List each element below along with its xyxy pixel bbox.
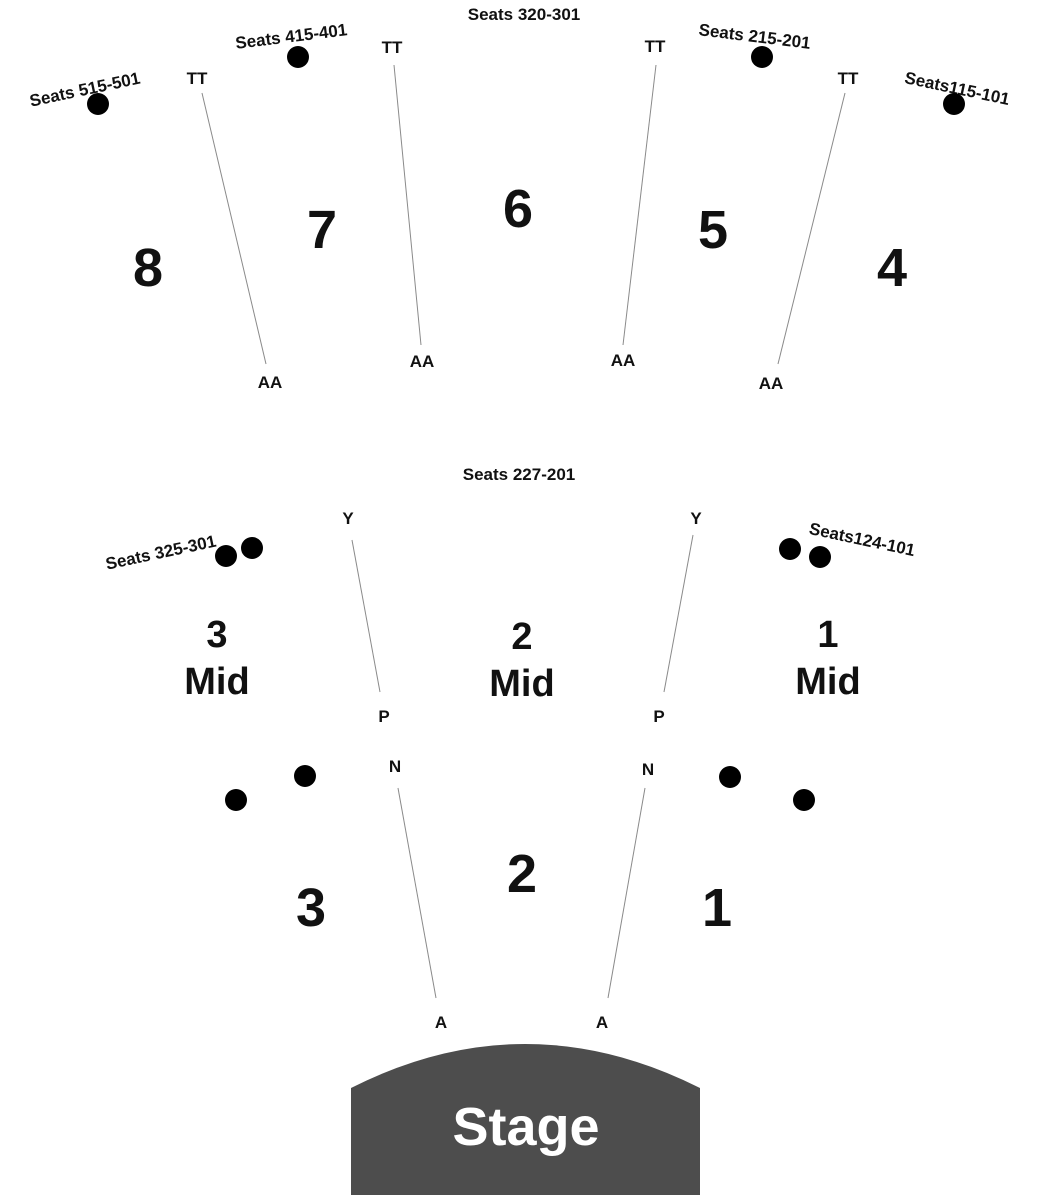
wheelchair-icon: [215, 545, 237, 567]
seat-range-mid-3: Seats 325-301: [104, 532, 218, 574]
stage: [351, 1044, 700, 1195]
section-mid-3-number: 3: [206, 614, 227, 656]
row-label-aa: AA: [258, 373, 283, 392]
aisle-line-upper-8-7: [201, 92, 267, 365]
wheelchair-icon: [779, 538, 801, 560]
row-label-tt: TT: [838, 69, 859, 88]
row-label-a: A: [596, 1013, 608, 1032]
aisle-line-lower-right: [607, 787, 646, 999]
row-label-aa: AA: [410, 352, 435, 371]
row-label-y: Y: [342, 509, 354, 528]
section-mid-1-number: 1: [817, 614, 838, 656]
seat-range-upper-8: Seats 515-501: [28, 69, 142, 111]
row-label-n: N: [642, 760, 654, 779]
row-label-y: Y: [690, 509, 702, 528]
aisle-line-upper-6-5: [622, 64, 657, 346]
seat-range-upper-7: Seats 415-401: [234, 20, 348, 53]
row-label-aa: AA: [759, 374, 784, 393]
section-7: 7: [307, 200, 337, 260]
row-label-p: P: [653, 707, 664, 726]
aisle-line-lower-left: [397, 787, 437, 999]
section-4: 4: [877, 238, 907, 298]
wheelchair-icon: [943, 93, 965, 115]
row-label-tt: TT: [382, 38, 403, 57]
wheelchair-icon: [241, 537, 263, 559]
section-lower-3: 3: [296, 878, 326, 938]
wheelchair-icon: [294, 765, 316, 787]
aisle-line-upper-5-4: [777, 92, 846, 365]
row-label-tt: TT: [645, 37, 666, 56]
stage-label: Stage: [452, 1097, 599, 1157]
wheelchair-icon: [87, 93, 109, 115]
seat-range-upper-5: Seats 215-201: [698, 20, 812, 53]
row-label-n: N: [389, 757, 401, 776]
row-label-aa: AA: [611, 351, 636, 370]
section-mid-1-word: Mid: [795, 661, 860, 703]
wheelchair-icon: [751, 46, 773, 68]
section-mid-3-word: Mid: [184, 661, 249, 703]
section-6: 6: [503, 179, 533, 239]
wheelchair-icon: [287, 46, 309, 68]
wheelchair-icon: [719, 766, 741, 788]
section-5: 5: [698, 200, 728, 260]
seat-range-upper-6: Seats 320-301: [468, 5, 580, 24]
section-mid-2-number: 2: [511, 616, 532, 658]
section-mid-2-word: Mid: [489, 663, 554, 705]
wheelchair-icon: [225, 789, 247, 811]
wheelchair-icon: [809, 546, 831, 568]
wheelchair-icon: [793, 789, 815, 811]
row-label-tt: TT: [187, 69, 208, 88]
section-lower-1: 1: [702, 878, 732, 938]
row-label-a: A: [435, 1013, 447, 1032]
section-8: 8: [133, 238, 163, 298]
row-label-p: P: [378, 707, 389, 726]
aisle-line-mid-right: [663, 534, 694, 693]
section-lower-2: 2: [507, 844, 537, 904]
aisle-line-mid-left: [351, 539, 381, 693]
aisle-line-upper-7-6: [393, 64, 422, 346]
seat-range-mid-2: Seats 227-201: [463, 465, 575, 484]
